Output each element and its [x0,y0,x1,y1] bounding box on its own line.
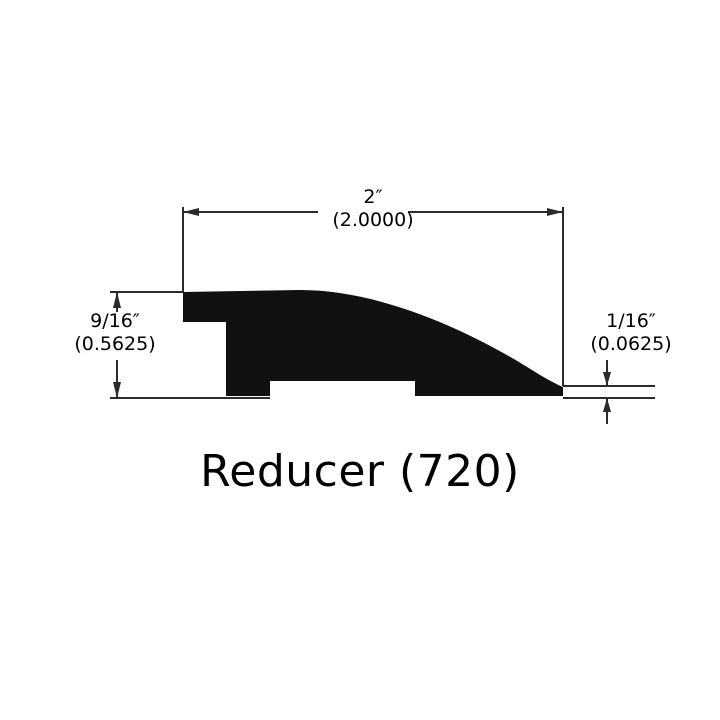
reducer-profile-shape [183,290,563,396]
height-decimal: (0.5625) [74,333,156,356]
height-fraction: 9/16″ [90,310,140,332]
width-dimension-label: 2″ (2.0000) [273,186,473,232]
arrow-down [603,398,611,412]
width-decimal: (2.0000) [332,209,414,232]
thickness-dimension-label: 1/16″ (0.0625) [576,310,686,356]
height-dimension-arrows [113,292,121,398]
arrow-right [547,208,563,216]
thickness-dimension-lines [563,360,655,424]
page-title: Reducer (720) [200,446,520,497]
arrow-top [113,292,121,308]
thickness-decimal: (0.0625) [590,333,672,356]
height-dimension-label: 9/16″ (0.5625) [60,310,170,356]
width-fraction: 2″ [363,186,383,208]
arrow-left [183,208,199,216]
arrow-up [603,372,611,386]
arrow-bottom [113,382,121,398]
width-dimension-lines [182,207,564,386]
width-dimension-arrows [183,208,563,216]
thickness-dimension-arrows [603,372,611,412]
thickness-fraction: 1/16″ [606,310,656,332]
